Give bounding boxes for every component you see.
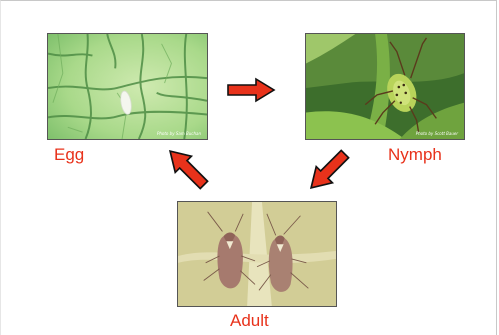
egg-label: Egg <box>54 146 84 163</box>
egg-to-nymph-arrow <box>226 77 276 103</box>
nymph-label: Nymph <box>388 146 442 163</box>
adult-label: Adult <box>230 312 269 329</box>
egg-photo-credit: Photo by Sam Buchan <box>157 131 201 136</box>
nymph-photo-credit: Photo by Scott Bauer <box>416 131 458 136</box>
nymph-to-adult-arrow <box>302 145 354 197</box>
adult-photo <box>177 201 337 307</box>
egg-photo: Photo by Sam Buchan <box>47 33 208 140</box>
adult-to-egg-arrow <box>161 142 213 194</box>
nymph-photo: Photo by Scott Bauer <box>305 33 465 140</box>
